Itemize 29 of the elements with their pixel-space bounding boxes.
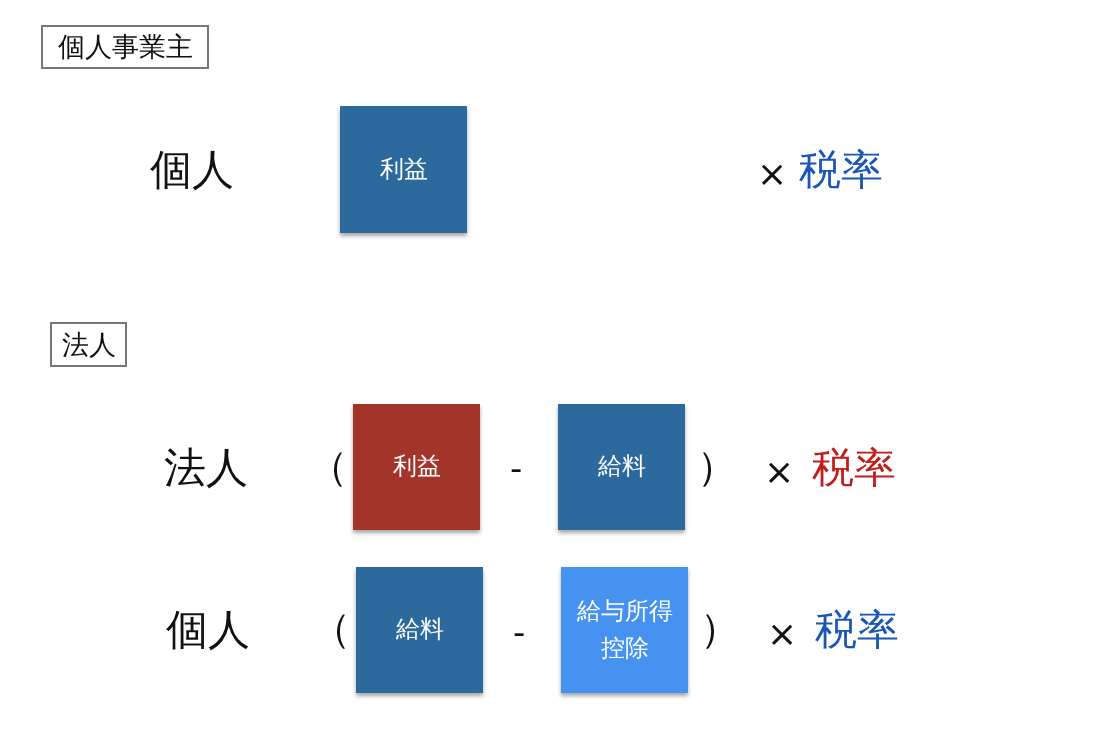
row-label: 個人 xyxy=(166,604,250,656)
multiply-sign: × xyxy=(764,450,795,494)
multiply-sign: × xyxy=(757,152,788,196)
row-label: 法人 xyxy=(164,442,248,494)
parenthesis: ） xyxy=(697,442,737,490)
parenthesis: （ xyxy=(311,604,351,652)
section-title: 個人事業主 xyxy=(57,30,193,64)
term-text: 税率 xyxy=(815,604,899,656)
section-title: 法人 xyxy=(61,327,116,362)
minus-sign: - xyxy=(513,611,526,653)
term-text: 利益 xyxy=(392,451,441,483)
multiply-sign: × xyxy=(767,612,798,656)
parenthesis: ） xyxy=(700,604,740,652)
row-label: 個人 xyxy=(150,144,234,196)
term-text: 給料 xyxy=(395,614,444,646)
term-tile xyxy=(340,106,467,233)
section-tag xyxy=(41,25,209,69)
term-text: 税率 xyxy=(799,144,883,196)
term-tile xyxy=(353,404,480,530)
term-text: 利益 xyxy=(379,153,428,185)
minus-sign: - xyxy=(510,447,523,489)
section-tag xyxy=(50,322,127,367)
parenthesis: （ xyxy=(308,442,348,490)
term-text: 給料 xyxy=(597,451,646,483)
term-text: 税率 xyxy=(812,442,896,494)
term-tile xyxy=(356,567,483,693)
term-tile xyxy=(558,404,685,530)
term-tile xyxy=(561,567,688,693)
term-text: 給与所得控除 xyxy=(575,595,674,664)
